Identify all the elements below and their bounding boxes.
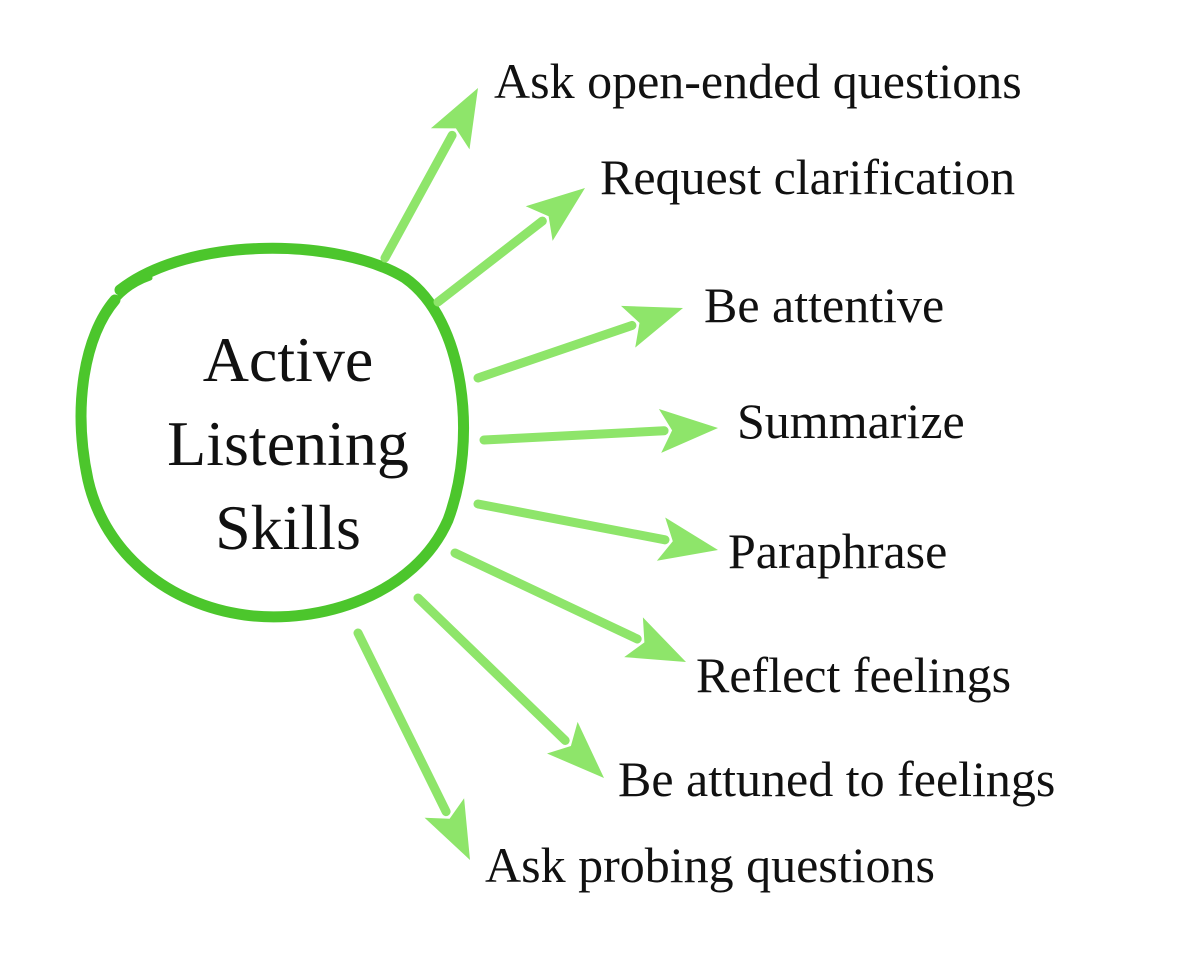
arrow-shaft-7 (413, 593, 570, 745)
skill-label-request-clarification: Request clarification (600, 149, 1016, 205)
arrow-shaft-6 (450, 548, 642, 644)
center-circle-overlap-stroke (97, 275, 153, 333)
center-circle (75, 242, 470, 623)
center-title-line-2: Listening (167, 408, 409, 479)
arrow-shaft-8 (353, 628, 451, 817)
center-title-line-1: Active (202, 324, 374, 395)
arrow-shaft-2 (433, 216, 547, 307)
arrow-head-4 (658, 409, 718, 453)
arrow-head-8 (424, 798, 470, 860)
arrow-shaft-3 (473, 320, 637, 383)
arrow-shaft-1 (380, 130, 457, 263)
arrow-head-2 (525, 188, 585, 241)
arrow-shaft-5 (473, 499, 670, 545)
center-circle-stroke (75, 242, 470, 623)
skill-label-paraphrase: Paraphrase (728, 523, 948, 579)
center-title-line-3: Skills (215, 492, 361, 563)
skill-label-be-attuned-to-feelings: Be attuned to feelings (618, 751, 1056, 807)
skill-label-reflect-feelings: Reflect feelings (696, 647, 1012, 703)
arrow-head-6 (624, 617, 686, 662)
skill-label-be-attentive: Be attentive (704, 277, 945, 333)
skill-label-ask-open-ended-questions: Ask open-ended questions (494, 53, 1022, 109)
skill-label-summarize: Summarize (737, 393, 965, 449)
arrow-head-5 (656, 517, 718, 561)
arrow-shaft-4 (479, 426, 669, 445)
arrow-head-3 (621, 305, 683, 348)
arrow-group (353, 88, 718, 860)
arrow-head-1 (430, 88, 478, 150)
skill-label-ask-probing-questions: Ask probing questions (485, 837, 935, 893)
arrow-head-7 (547, 721, 604, 778)
